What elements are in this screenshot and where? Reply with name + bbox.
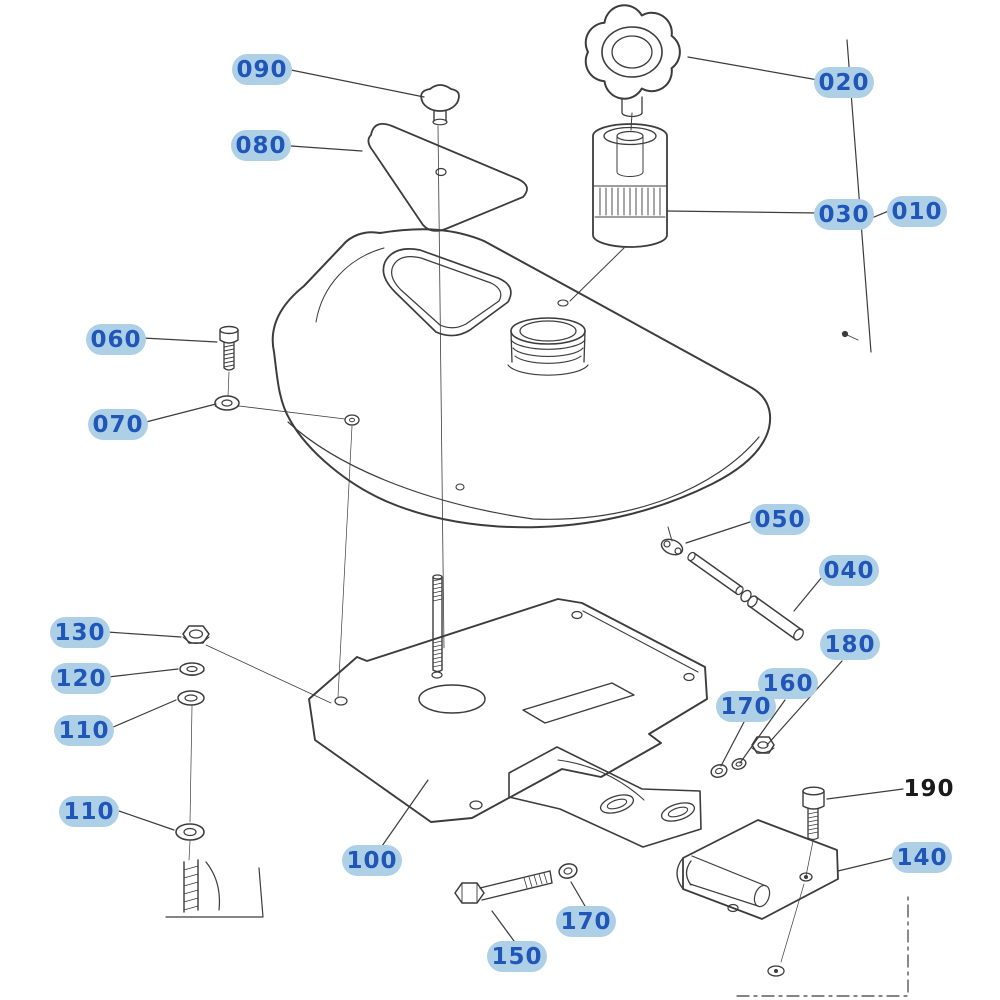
- washer-070: [214, 395, 346, 420]
- callout-150[interactable]: 150: [487, 941, 547, 972]
- fuel-filter: [569, 123, 668, 302]
- bolt-150: [454, 870, 553, 904]
- bolt-060: [219, 325, 239, 397]
- callout-170-lower[interactable]: 170: [556, 906, 616, 937]
- callout-130[interactable]: 130: [50, 617, 110, 648]
- callout-190: 190: [903, 775, 955, 802]
- nut-130: [182, 625, 210, 644]
- callout-050[interactable]: 050: [750, 504, 810, 535]
- cutaway-mount-stud: [165, 859, 264, 918]
- callout-090[interactable]: 090: [232, 54, 292, 85]
- callout-030[interactable]: 030: [814, 199, 874, 230]
- washer-110-upper: [177, 644, 332, 823]
- washer-170-right: [710, 764, 728, 778]
- washer-110-lower: [175, 823, 205, 861]
- callout-080[interactable]: 080: [231, 130, 291, 161]
- assembly-center-line: [437, 125, 445, 649]
- callout-180[interactable]: 180: [820, 629, 880, 660]
- nut-180: [751, 736, 775, 754]
- leader-lines: [106, 56, 904, 942]
- threaded-stud: [432, 574, 443, 673]
- callout-170[interactable]: 170: [716, 691, 776, 722]
- callout-040[interactable]: 040: [819, 555, 879, 586]
- wing-knob: [420, 84, 460, 126]
- callout-070[interactable]: 070: [88, 409, 148, 440]
- tank-pad: [367, 123, 528, 232]
- washer-170-bottom: [558, 863, 578, 879]
- hinge-bracket: [676, 819, 839, 920]
- washer-160: [731, 758, 747, 770]
- callout-020[interactable]: 020: [814, 67, 874, 98]
- base-plate: [308, 425, 708, 848]
- bolt-190: [780, 786, 825, 963]
- fuel-hose: [687, 551, 804, 641]
- callout-110[interactable]: 110: [54, 715, 114, 746]
- fuel-cap: [584, 4, 681, 131]
- washer-120: [179, 662, 205, 676]
- callout-060[interactable]: 060: [86, 324, 146, 355]
- filler-neck: [507, 317, 589, 376]
- fuel-tank-body: [271, 228, 771, 542]
- adjacent-assembly-boundary: [736, 896, 909, 997]
- callout-140[interactable]: 140: [892, 842, 952, 873]
- callout-110-lower[interactable]: 110: [59, 796, 119, 827]
- hose-clamp: [660, 538, 684, 556]
- callout-010[interactable]: 010: [887, 196, 947, 227]
- callout-160[interactable]: 160: [758, 668, 818, 699]
- callout-100[interactable]: 100: [342, 845, 402, 876]
- callout-120[interactable]: 120: [51, 663, 111, 694]
